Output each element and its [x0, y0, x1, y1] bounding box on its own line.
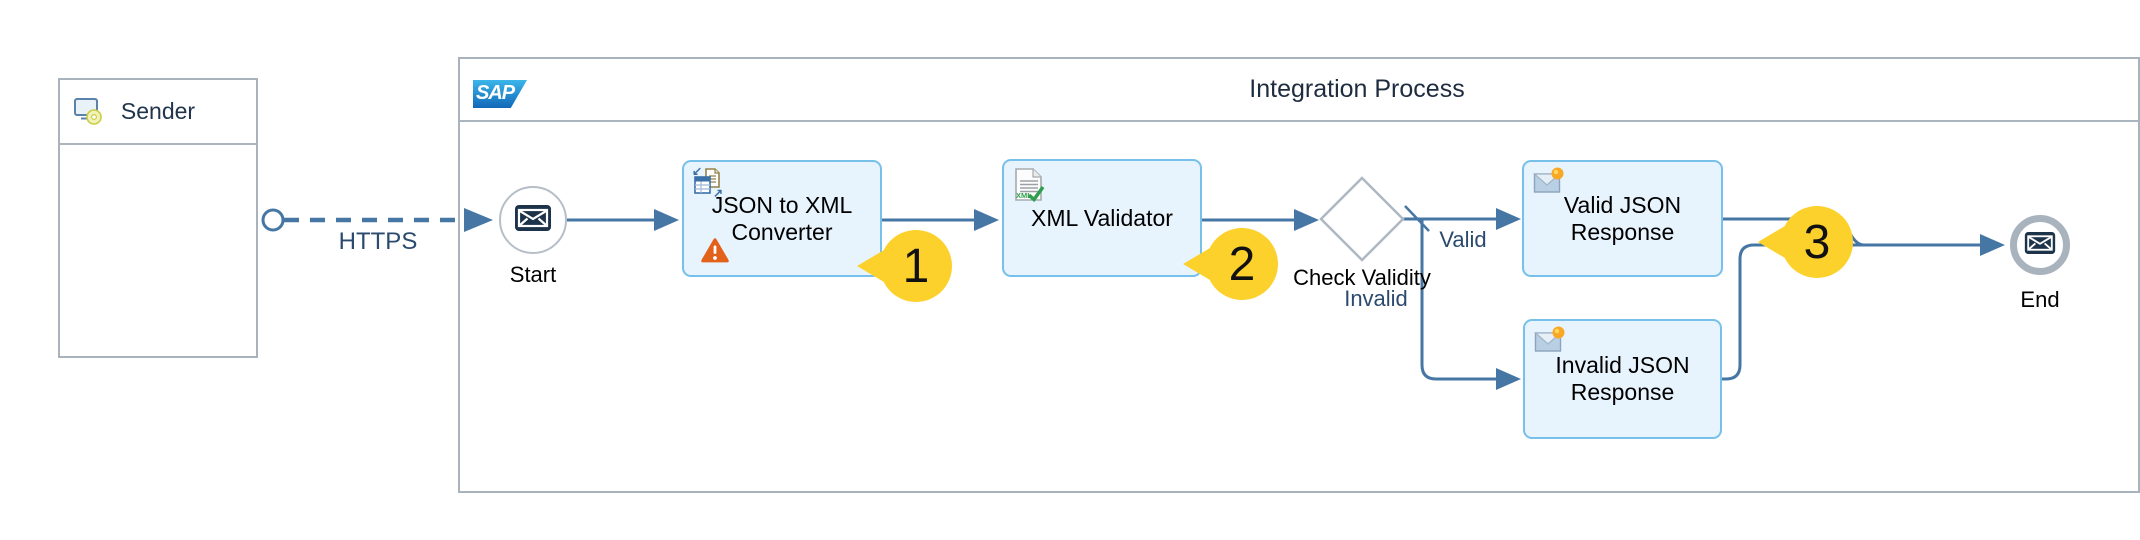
envelope-icon	[2024, 231, 2056, 260]
sender-title: Sender	[120, 98, 196, 124]
message-envelope-icon	[1533, 325, 1566, 360]
callout-3: 3	[1758, 206, 1853, 278]
arrowhead	[974, 209, 999, 231]
flow-invalid-to-end[interactable]	[1722, 243, 1864, 381]
default-flow-marker	[1404, 205, 1430, 232]
arrowhead	[1496, 368, 1521, 390]
task-label: XML Validator	[1031, 204, 1173, 231]
converter-icon: ↙ ↗	[692, 164, 725, 203]
warning-triangle-icon	[700, 237, 730, 269]
xml-document-check-icon: XML	[1013, 167, 1045, 208]
https-connection-label: HTTPS	[338, 228, 418, 255]
message-envelope-icon	[1532, 166, 1565, 201]
valid-branch-label: Valid	[1439, 227, 1487, 252]
sap-logo-text: SAP	[476, 82, 515, 104]
arrowhead	[1980, 234, 2005, 256]
sender-header: Sender	[60, 80, 256, 145]
task-label: Valid JSON Response	[1563, 191, 1682, 245]
callout-number: 2	[1228, 237, 1256, 291]
invalid-branch-label: Invalid	[1344, 286, 1408, 311]
process-header: SAP Integration Process	[460, 59, 2138, 122]
callout-2: 2	[1183, 228, 1278, 300]
end-event[interactable]	[2010, 215, 2070, 275]
task-invalid-json-response[interactable]: Invalid JSON Response	[1523, 319, 1722, 439]
task-json-to-xml-converter[interactable]: ↙ ↗ JSON to XML Converter	[682, 160, 882, 277]
svg-text:XML: XML	[1016, 191, 1032, 200]
svg-text:↗: ↗	[713, 186, 723, 198]
task-label: JSON to XML Converter	[711, 191, 853, 245]
arrowhead	[464, 208, 493, 232]
arrowhead	[654, 209, 679, 231]
task-label: Invalid JSON Response	[1555, 352, 1690, 405]
computer-disc-icon	[72, 94, 104, 131]
gateway-label: Check Validity	[1293, 265, 1431, 290]
sender-participant[interactable]: Sender	[58, 78, 258, 358]
callout-1: 1	[857, 230, 952, 302]
task-valid-json-response[interactable]: Valid JSON Response	[1522, 160, 1723, 277]
gateway-diamond[interactable]	[1319, 176, 1405, 262]
callout-number: 3	[1803, 215, 1831, 269]
arrowhead	[1496, 208, 1521, 230]
svg-text:↙: ↙	[693, 166, 702, 178]
sender-port	[261, 208, 285, 232]
start-event[interactable]	[499, 186, 567, 254]
flow-gateway-invalid[interactable]	[1420, 219, 1498, 381]
task-xml-validator[interactable]: XML XML Validator	[1002, 159, 1202, 277]
arrowhead	[1294, 209, 1319, 231]
end-event-label: End	[2020, 287, 2060, 312]
start-event-label: Start	[509, 262, 557, 287]
callout-number: 1	[902, 239, 930, 293]
process-title: Integration Process	[1249, 75, 1465, 103]
envelope-icon	[514, 204, 552, 237]
